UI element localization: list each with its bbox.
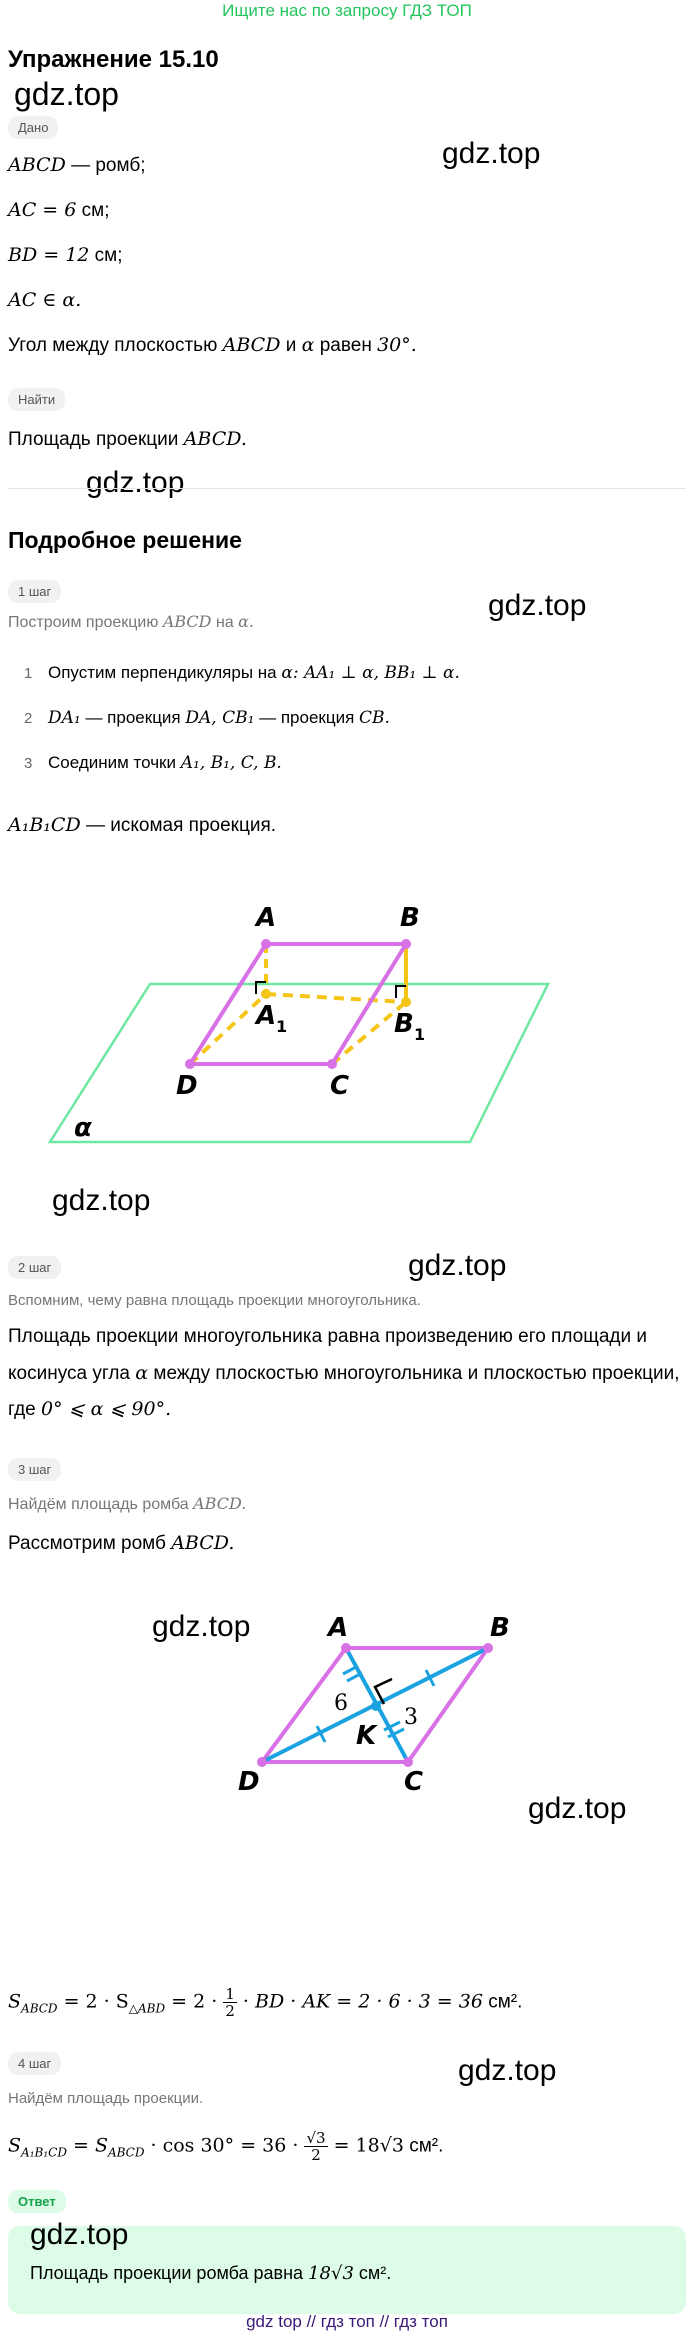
given-line-3: BD = 12 см; bbox=[8, 244, 123, 266]
right-angle-K bbox=[373, 1677, 393, 1705]
answer-badge: Ответ bbox=[8, 2190, 66, 2213]
watermark: gdz.top bbox=[528, 1792, 627, 1825]
watermark: gdz.top bbox=[30, 2218, 129, 2251]
given-line-1: ABCD — ромб; bbox=[8, 154, 146, 176]
label-A1-sub: 1 bbox=[276, 1017, 287, 1036]
top-banner: Ищите нас по запросу ГДЗ ТОП bbox=[222, 1, 472, 20]
given-line-4: AC ∈ α. bbox=[8, 289, 82, 311]
page-title: Упражнение 15.10 bbox=[8, 46, 219, 73]
label-D: D bbox=[238, 1767, 260, 1797]
point-A bbox=[261, 939, 271, 949]
tick bbox=[387, 1727, 405, 1739]
watermark: gdz.top bbox=[442, 137, 541, 170]
label-three: 3 bbox=[404, 1705, 418, 1730]
label-B1: B bbox=[394, 1009, 414, 1039]
label-A: A bbox=[254, 903, 276, 933]
point-B bbox=[483, 1643, 493, 1653]
step1-badge: 1 шаг bbox=[8, 580, 62, 603]
step2-p1: Площадь проекции многоугольника равна пр… bbox=[8, 1326, 647, 1347]
step4-badge: 4 шаг bbox=[8, 2052, 62, 2075]
step2-p2: косинуса угла α между плоскостью многоуг… bbox=[8, 1362, 680, 1384]
label-D: D bbox=[176, 1071, 198, 1101]
watermark: gdz.top bbox=[488, 589, 587, 622]
tick bbox=[424, 1669, 436, 1687]
step1-desc: Построим проекцию ABCD на α. bbox=[8, 612, 255, 631]
step2-p3: где 0° ⩽ α ⩽ 90°. bbox=[8, 1398, 172, 1420]
given-badge: Дано bbox=[8, 116, 59, 139]
point-K bbox=[371, 1701, 381, 1711]
step1: 1 шаг bbox=[8, 580, 62, 603]
divider bbox=[8, 488, 686, 489]
step4: 4 шаг bbox=[8, 2052, 62, 2075]
step4-desc: Найдём площадь проекции. bbox=[8, 2090, 204, 2107]
watermark: gdz.top bbox=[52, 1184, 151, 1217]
find-section: Найти bbox=[8, 388, 66, 411]
step2: 2 шаг bbox=[8, 1256, 62, 1279]
point-A1 bbox=[261, 989, 271, 999]
point-A bbox=[341, 1643, 351, 1653]
label-B: B bbox=[490, 1613, 510, 1643]
tick bbox=[315, 1725, 327, 1743]
right-angle-B1 bbox=[395, 985, 406, 998]
given-section: Дано bbox=[8, 116, 59, 139]
answer-box bbox=[8, 2226, 686, 2314]
step3-badge: 3 шаг bbox=[8, 1458, 62, 1481]
rhombus-figure: A B C D K 6 3 bbox=[238, 1613, 510, 1797]
answer-text: Площадь проекции ромба равна 18√3 см². bbox=[30, 2263, 392, 2284]
step2-desc: Вспомним, чему равна площадь проекции мн… bbox=[8, 1292, 421, 1309]
watermark: gdz.top bbox=[86, 466, 185, 499]
tick bbox=[346, 1671, 363, 1683]
watermark: gdz.top bbox=[458, 2054, 557, 2087]
label-A1: A bbox=[254, 1001, 276, 1031]
label-B: B bbox=[400, 903, 420, 933]
point-C bbox=[327, 1059, 337, 1069]
step1-result: A₁B₁CD — искомая проекция. bbox=[8, 814, 277, 836]
watermark: gdz.top bbox=[152, 1610, 251, 1643]
point-B bbox=[401, 939, 411, 949]
footer-links[interactable]: gdz top // гдз топ // гдз топ bbox=[246, 2312, 448, 2331]
solution-title: Подробное решение bbox=[8, 527, 242, 553]
tick bbox=[383, 1720, 401, 1732]
point-B1 bbox=[401, 997, 411, 1007]
watermark: gdz.top bbox=[14, 76, 119, 112]
label-K: K bbox=[356, 1721, 378, 1751]
find-badge: Найти bbox=[8, 388, 66, 411]
label-alpha: α bbox=[74, 1113, 92, 1143]
answer-section: Ответ bbox=[8, 2190, 66, 2213]
given-line-2: AC = 6 см; bbox=[8, 199, 110, 221]
label-C: C bbox=[404, 1767, 423, 1797]
projection-DA1 bbox=[188, 992, 268, 1066]
label-B1-sub: 1 bbox=[414, 1025, 425, 1044]
point-D bbox=[185, 1059, 195, 1069]
point-D bbox=[257, 1757, 267, 1767]
tick bbox=[342, 1664, 359, 1676]
watermark: gdz.top bbox=[408, 1249, 507, 1282]
step3-line: Рассмотрим ромб ABCD. bbox=[8, 1532, 235, 1554]
rhombus-ABCD bbox=[186, 942, 410, 1066]
plane-alpha bbox=[47, 982, 551, 1144]
step3: 3 шаг bbox=[8, 1458, 62, 1481]
point-C bbox=[403, 1757, 413, 1767]
given-line-5: Угол между плоскостью ABCD и α равен 30°… bbox=[8, 334, 417, 356]
step2-badge: 2 шаг bbox=[8, 1256, 62, 1279]
label-A: A bbox=[326, 1613, 348, 1643]
label-C: C bbox=[330, 1071, 349, 1101]
projection-A1B1 bbox=[265, 992, 407, 1004]
step3-desc: Найдём площадь ромба ABCD. bbox=[8, 1494, 247, 1513]
right-angle-A1 bbox=[255, 981, 266, 994]
label-six: 6 bbox=[334, 1691, 348, 1716]
projection-figure: A B A 1 B 1 D C α bbox=[47, 903, 551, 1144]
find-line: Площадь проекции ABCD. bbox=[8, 428, 247, 450]
